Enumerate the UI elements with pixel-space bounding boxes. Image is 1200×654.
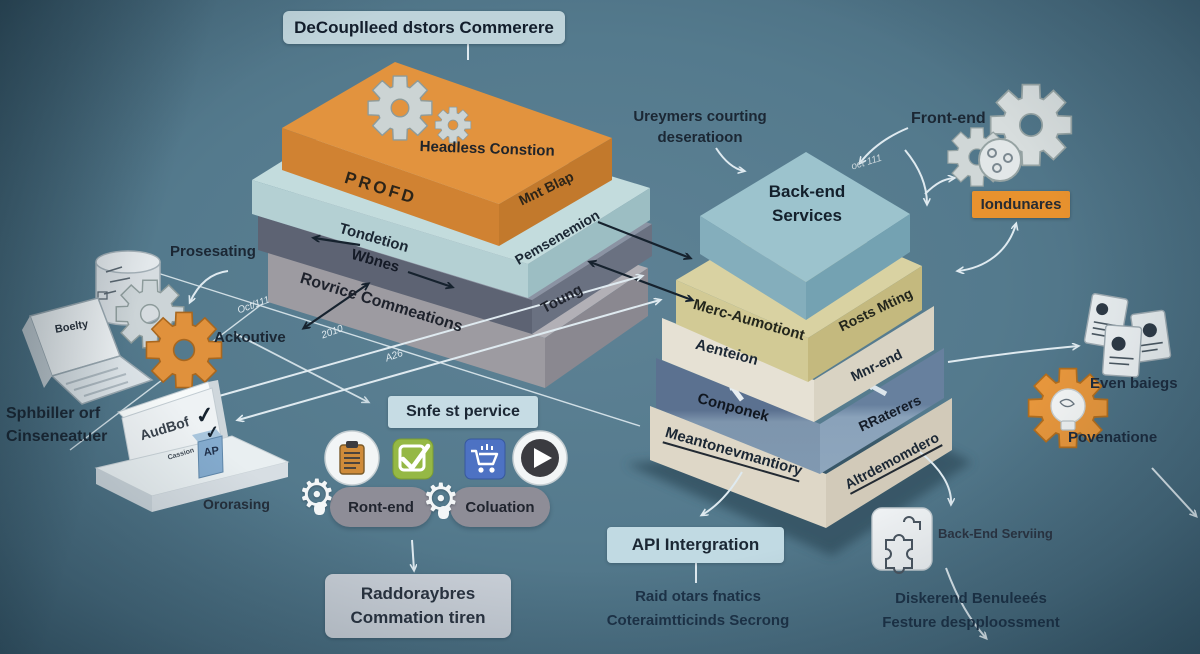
ackoutive-label: Ackoutive — [214, 329, 286, 346]
backend-slab-label: Back-end Services — [742, 182, 872, 225]
gear-bulb-icon — [314, 502, 325, 515]
checklist-icon — [392, 438, 434, 480]
audit-bench — [94, 380, 290, 512]
right-layer4 — [650, 398, 952, 528]
snfe-box: Snfe st pervice — [388, 396, 538, 428]
puzzle-icon — [871, 507, 933, 574]
page-title: DeCouplleed dstors Commerere — [294, 17, 554, 37]
sphbiller-line1: Sphbiller orf — [6, 405, 101, 422]
raddor-line2: Commation tiren — [350, 608, 486, 627]
raddor-box: Raddoraybres Commation tiren — [325, 574, 511, 638]
ororasing-label: Ororasing — [203, 496, 270, 512]
coluation-pill: Coluation — [450, 487, 550, 527]
backend-slab-line1: Back-end — [768, 182, 846, 201]
laptop-icon — [22, 297, 154, 405]
coluation-pill-label: Coluation — [465, 498, 535, 516]
ap-box-label: AP — [203, 444, 220, 459]
document-icon — [1083, 293, 1172, 378]
raddor-line1: Raddoraybres — [360, 584, 476, 604]
raid-label: Raid otars fnatics Coteraimtticinds Secr… — [598, 585, 798, 633]
ap-cube — [192, 429, 224, 479]
title-box: DeCouplleed dstors Commerere — [283, 11, 565, 44]
diskerend-line1: Diskerend Benuleeés — [895, 590, 1047, 607]
backend-slab — [700, 152, 910, 320]
api-label: API Intergration — [631, 535, 760, 555]
white-arrows — [190, 44, 1196, 638]
gear-bulb-icon — [438, 506, 449, 519]
front-end-pill-label: Ront-end — [348, 498, 414, 516]
ureymers-label: Ureymers courting deseratioon — [626, 106, 774, 148]
front-end-label: Front-end — [911, 110, 986, 127]
diskerend-line2: Festure despploossment — [882, 614, 1060, 631]
sphbiller-line2: Cinseneatuer — [6, 428, 108, 445]
raid-line2: Coteraimtticinds Secrong — [606, 612, 790, 629]
prosesating-label: Prosesating — [170, 243, 256, 260]
lightbulb-gear-icon — [1027, 367, 1109, 449]
right-stack — [650, 152, 952, 528]
snfe-label: Snfe st pervice — [406, 402, 520, 420]
cart-icon — [464, 438, 506, 480]
diskerend-label: Diskerend Benuleeés Festure despploossme… — [866, 587, 1076, 635]
ureymers-line1: Ureymers courting — [633, 108, 767, 125]
raid-line1: Raid otars fnatics — [635, 588, 761, 605]
even-baiegs-label: Even baiegs — [1090, 375, 1178, 392]
sphbiller-label: Sphbiller orf Cinseneatuer — [6, 402, 107, 448]
play-icon — [512, 430, 568, 486]
iondunares-label: Iondunares — [980, 195, 1062, 213]
right-layer2 — [662, 306, 934, 422]
front-end-pill: Ront-end — [330, 487, 432, 527]
povenatione-label: Povenatione — [1068, 429, 1158, 446]
ureymers-line2: deseratioon — [657, 129, 743, 146]
back-end-serving-label: Back-End Serviing — [938, 526, 1053, 541]
gear-assembly-icon — [947, 83, 1073, 187]
backend-slab-line2: Services — [772, 205, 842, 225]
checkmark-icon: ✓ — [204, 422, 221, 443]
api-box: API Intergration — [607, 527, 784, 563]
iondunares-box: Iondunares — [972, 191, 1070, 218]
clipboard-icon — [324, 430, 380, 486]
